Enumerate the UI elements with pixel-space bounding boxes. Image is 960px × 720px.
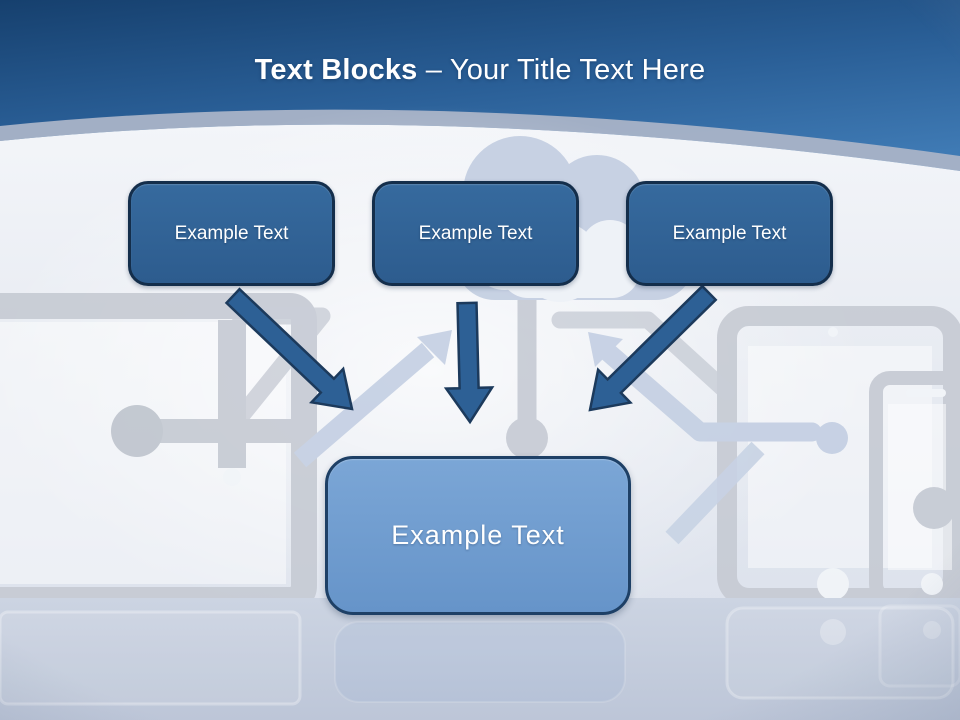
text-block-1[interactable]: Example Text [128,181,335,286]
text-block-2[interactable]: Example Text [372,181,579,286]
text-block-center[interactable]: Example Text [325,456,631,615]
text-block-1-label: Example Text [174,222,289,244]
title-bold-text: Text Blocks [254,54,418,86]
text-block-3[interactable]: Example Text [626,181,833,286]
title-separator: – [417,54,450,86]
text-block-2-label: Example Text [418,222,533,244]
title-regular-text: Your Title Text Here [449,54,706,86]
text-block-3-label: Example Text [672,222,787,244]
slide-title: Text Blocks – Your Title Text Here [0,54,960,87]
text-block-center-label: Example Text [391,520,565,550]
